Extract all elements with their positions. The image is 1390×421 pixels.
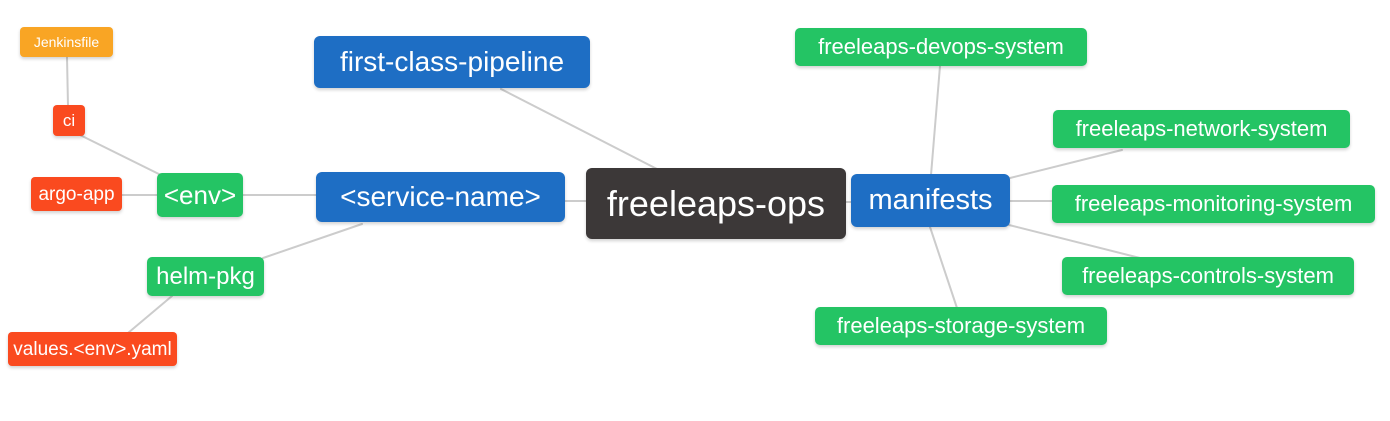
- node-freeleaps-ops[interactable]: freeleaps-ops: [586, 168, 846, 239]
- node-freeleaps-storage-system[interactable]: freeleaps-storage-system: [815, 307, 1107, 345]
- edge-manifests-storage-system: [929, 226, 958, 309]
- node-first-class-pipeline[interactable]: first-class-pipeline: [314, 36, 590, 88]
- edge-manifests-network-system: [1009, 149, 1123, 179]
- edge-manifests-devops-system: [930, 65, 941, 176]
- node-helm-pkg[interactable]: helm-pkg: [147, 257, 264, 296]
- node-jenkinsfile[interactable]: Jenkinsfile: [20, 27, 113, 57]
- node-manifests[interactable]: manifests: [851, 174, 1010, 227]
- node-env[interactable]: <env>: [157, 173, 243, 217]
- node-ci[interactable]: ci: [53, 105, 85, 136]
- node-freeleaps-devops-system[interactable]: freeleaps-devops-system: [795, 28, 1087, 66]
- edge-helm-pkg-service-name: [262, 223, 363, 259]
- edge-jenkinsfile-ci: [66, 56, 69, 107]
- node-argo-app[interactable]: argo-app: [31, 177, 122, 211]
- node-service-name[interactable]: <service-name>: [316, 172, 565, 222]
- node-values-env-yaml[interactable]: values.<env>.yaml: [8, 332, 177, 366]
- edge-pipeline-ops: [500, 88, 658, 170]
- edge-manifests-controls-system: [1008, 224, 1141, 259]
- node-freeleaps-controls-system[interactable]: freeleaps-controls-system: [1062, 257, 1354, 295]
- node-freeleaps-network-system[interactable]: freeleaps-network-system: [1053, 110, 1350, 148]
- node-freeleaps-monitoring-system[interactable]: freeleaps-monitoring-system: [1052, 185, 1375, 223]
- edge-values-helm-pkg: [127, 295, 173, 334]
